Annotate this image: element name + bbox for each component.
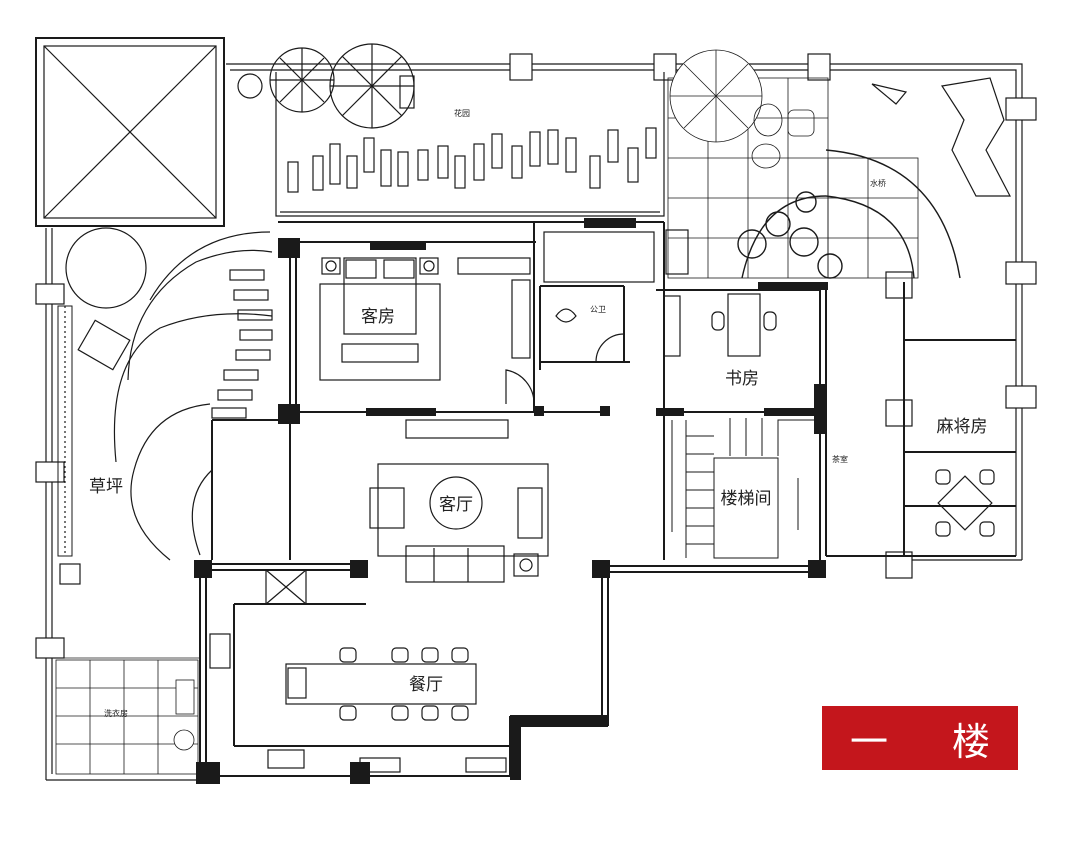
label-garden: 花园 xyxy=(454,108,470,118)
label-study: 书房 xyxy=(725,369,759,389)
room-labels: 客房 客厅 餐厅 书房 楼梯间 麻将房 草坪 花园 水桥 公卫 茶室 洗衣房 xyxy=(89,108,988,718)
label-stair-room: 楼梯间 xyxy=(721,489,772,509)
label-lawn: 草坪 xyxy=(89,477,123,497)
label-water-bridge: 水桥 xyxy=(870,178,886,188)
label-living-room: 客厅 xyxy=(439,495,473,515)
label-guest-room: 客房 xyxy=(361,307,395,327)
living-room-furniture xyxy=(369,419,549,583)
mahjong-table xyxy=(935,469,995,537)
lawn-area xyxy=(57,227,273,585)
floor-badge: 一 楼 xyxy=(822,706,1018,770)
bath-study-furniture xyxy=(505,229,777,405)
label-mahjong-room: 麻将房 xyxy=(937,417,988,437)
house-walls xyxy=(199,221,1016,780)
laundry-tiles xyxy=(46,657,200,775)
structural-columns xyxy=(194,218,828,784)
label-tea-room: 茶室 xyxy=(832,454,848,464)
skylight-box xyxy=(35,37,225,227)
site-boundary xyxy=(45,63,1023,781)
water-bridge xyxy=(737,149,961,279)
courtyard-tiles xyxy=(667,49,919,279)
label-dining-room: 餐厅 xyxy=(409,675,443,695)
garden-trees xyxy=(237,43,415,129)
label-public-toilet: 公卫 xyxy=(590,305,606,314)
garden-area xyxy=(275,72,665,217)
pillars xyxy=(35,53,1037,659)
stairs xyxy=(671,418,814,559)
guest-room-furniture xyxy=(319,257,531,381)
label-laundry-room: 洗衣房 xyxy=(104,708,128,718)
dining-furniture xyxy=(209,569,507,773)
rockery xyxy=(871,77,1011,197)
